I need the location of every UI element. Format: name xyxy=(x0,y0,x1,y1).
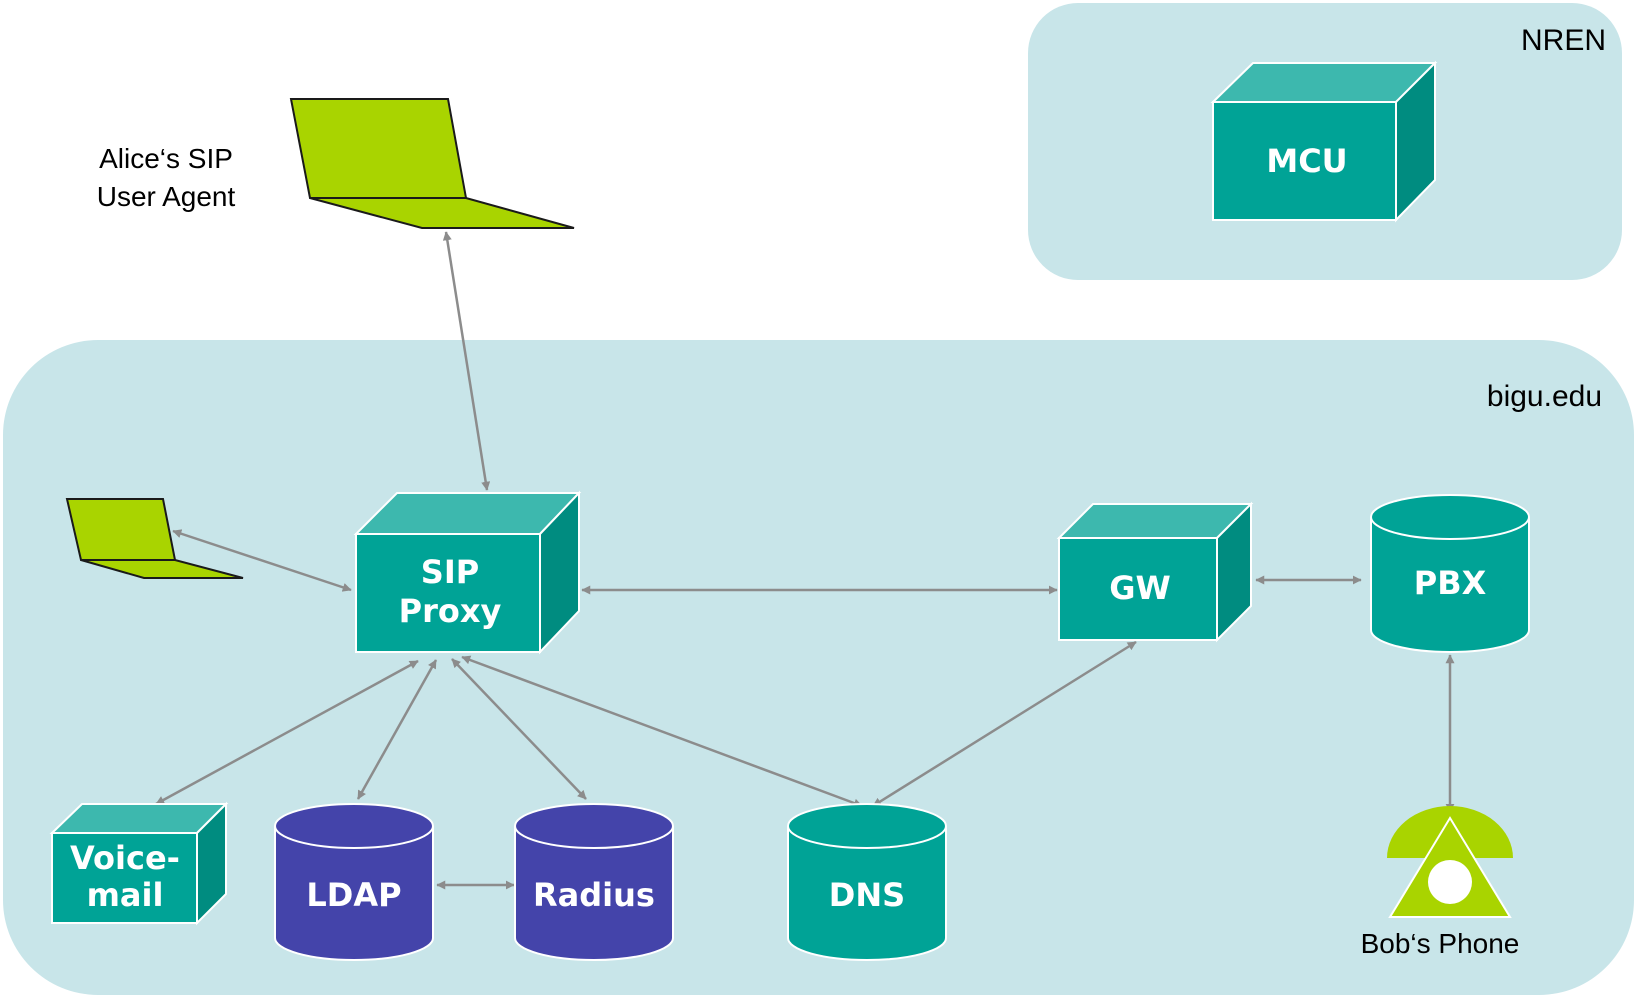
connector-alice-proxy xyxy=(442,231,491,491)
voicemail-label-line2: mail xyxy=(87,876,164,914)
bob-caption: Bob‘s Phone xyxy=(1361,928,1520,959)
voicemail-node: Voice- mail xyxy=(49,801,229,926)
laptop-icon xyxy=(65,498,244,579)
sip-proxy-label-line1: SIP xyxy=(421,553,479,591)
dns-node: DNS xyxy=(787,803,947,961)
gw-label: GW xyxy=(1109,569,1171,607)
voicemail-label-line1: Voice- xyxy=(70,839,180,877)
dns-label: DNS xyxy=(829,876,905,914)
connector-proxy-ldap xyxy=(356,659,438,800)
gw-node: GW xyxy=(1056,501,1254,643)
sip-proxy-node: SIP Proxy xyxy=(353,490,582,655)
connector-proxy-dns xyxy=(461,655,863,808)
connector-laptop-proxy xyxy=(172,529,352,592)
alice-caption-line1: Alice‘s SIP xyxy=(99,143,233,174)
ldap-label: LDAP xyxy=(306,876,401,914)
connections xyxy=(155,231,1455,890)
telephone-icon xyxy=(1387,806,1513,918)
mcu-label: MCU xyxy=(1266,142,1347,180)
nren-region-label: NREN xyxy=(1521,24,1606,57)
radius-label: Radius xyxy=(533,876,655,914)
alice-caption-line2: User Agent xyxy=(97,181,236,212)
ldap-node: LDAP xyxy=(274,803,434,961)
radius-node: Radius xyxy=(514,803,674,961)
laptop-icon xyxy=(289,98,575,229)
connector-gw-dns xyxy=(872,640,1137,808)
pbx-label: PBX xyxy=(1414,564,1487,602)
sip-proxy-label-line2: Proxy xyxy=(399,592,502,630)
mcu-node: MCU xyxy=(1210,60,1438,223)
campus-region-label: bigu.edu xyxy=(1487,380,1602,413)
pbx-node: PBX xyxy=(1370,494,1530,653)
